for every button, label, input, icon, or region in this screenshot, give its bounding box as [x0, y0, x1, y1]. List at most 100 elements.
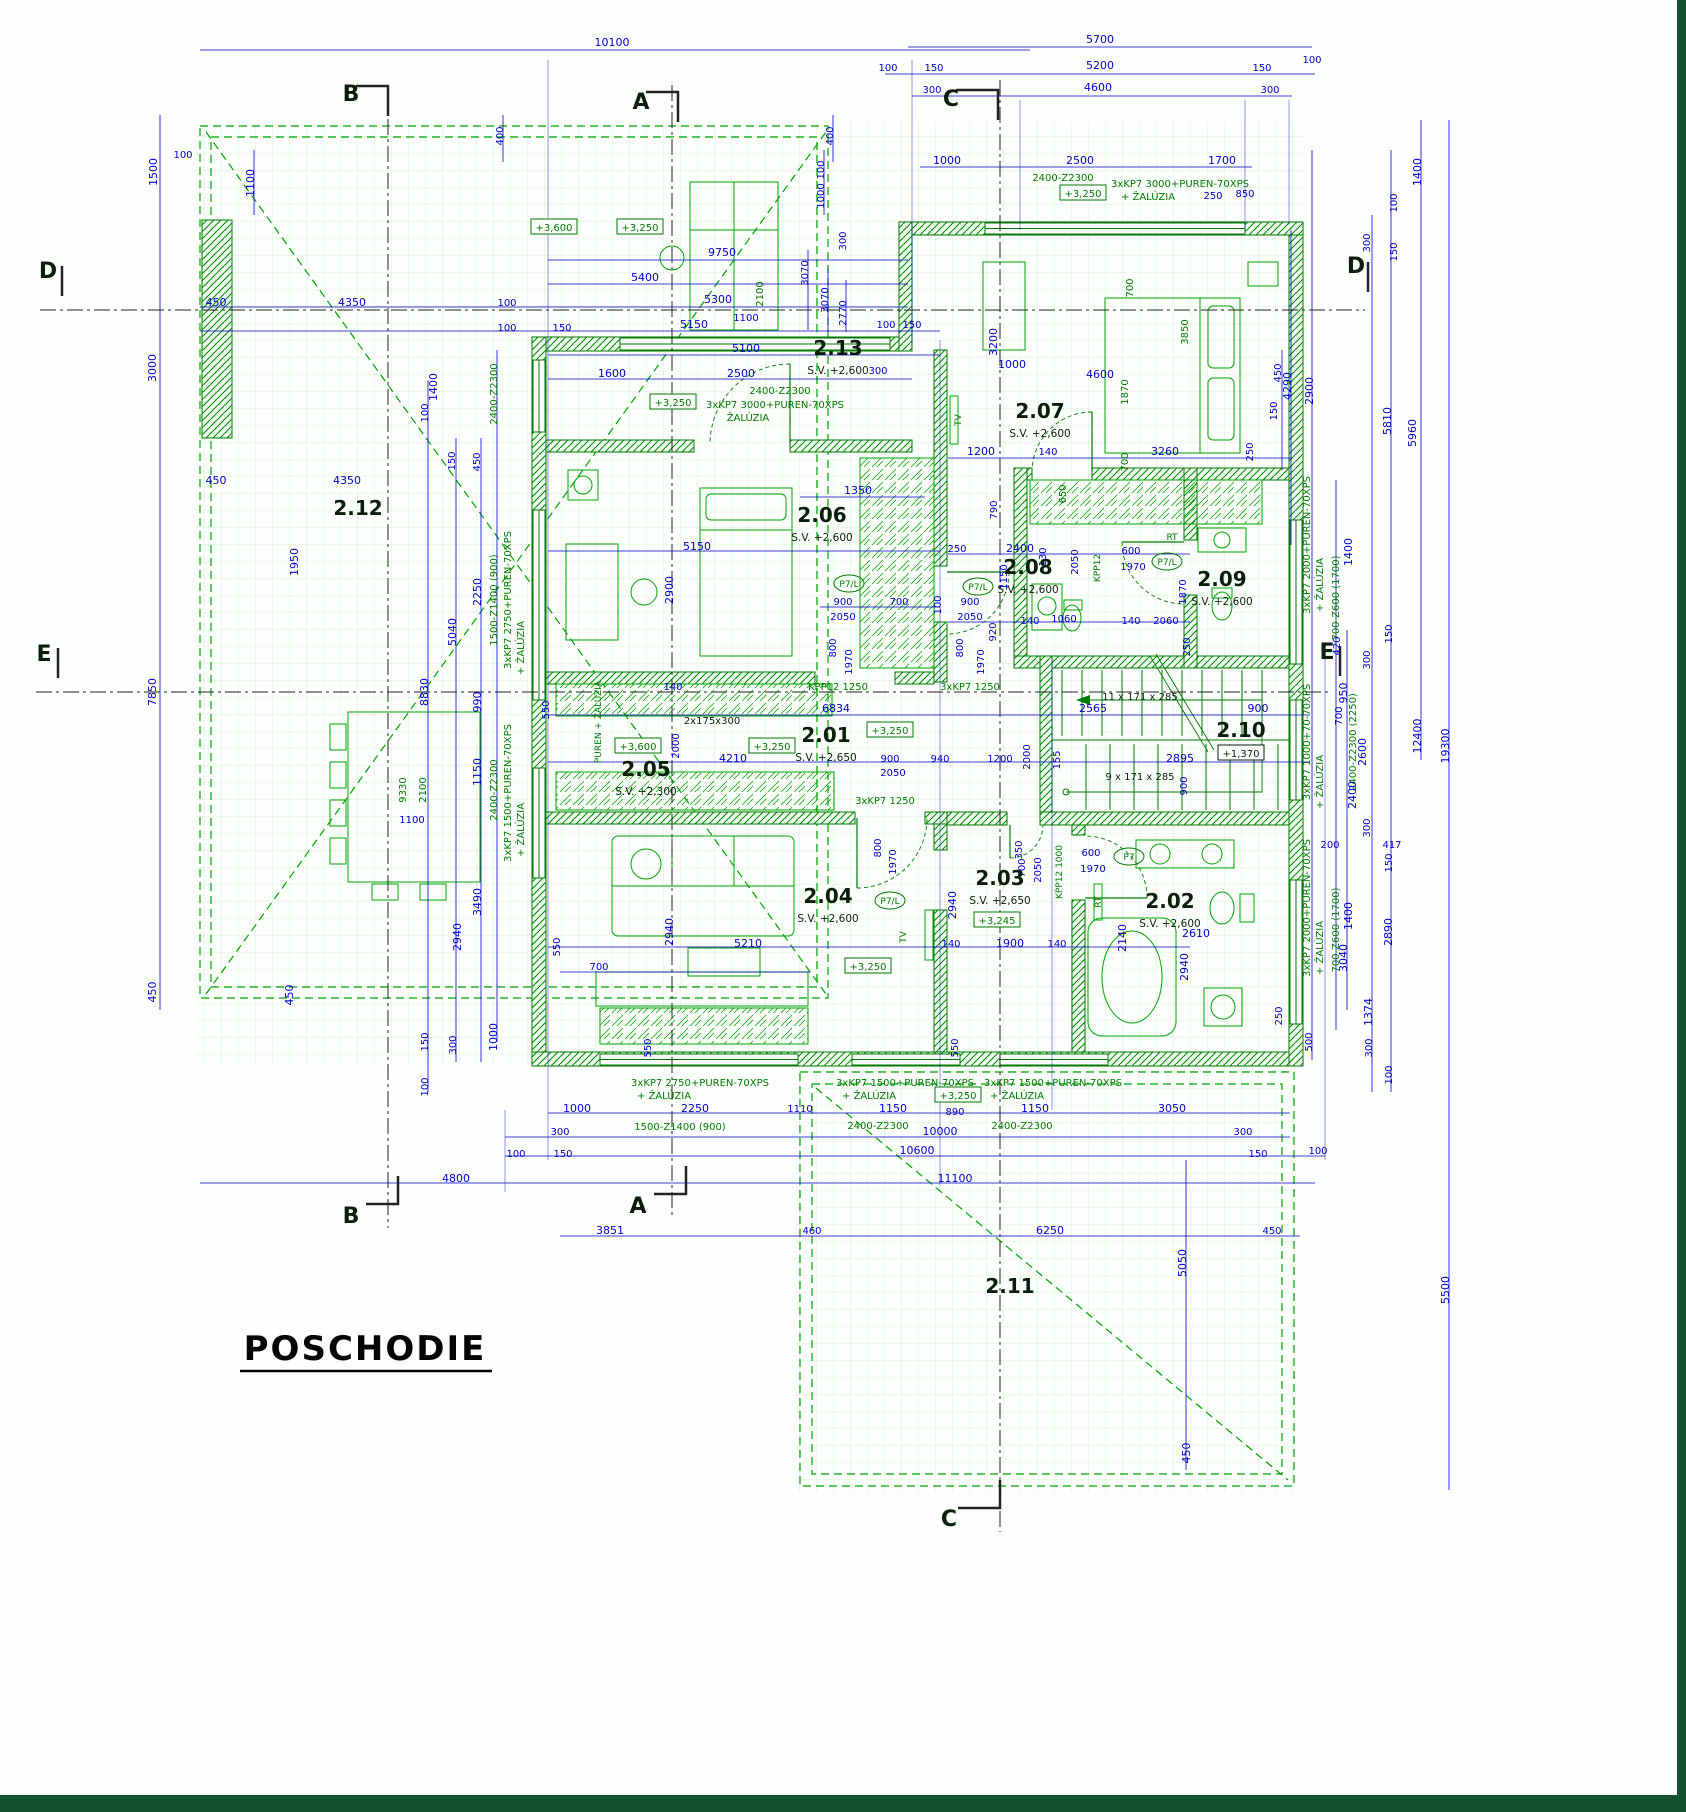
- window-right-upper: [1289, 519, 1303, 665]
- window-top-right: [984, 222, 1246, 235]
- dimension-label: 450: [1273, 363, 1284, 382]
- dimension-label: 300: [550, 1127, 569, 1138]
- section-marker: D: [39, 259, 57, 284]
- dimension-label: 4600: [1086, 368, 1114, 381]
- dimension-label: 150: [447, 451, 458, 470]
- room-number: 2.12: [333, 496, 382, 520]
- dimension-label: 1150: [879, 1102, 907, 1115]
- dimension-label: 3200: [987, 328, 1000, 356]
- dimension-label: 300: [838, 231, 849, 250]
- dimension-label: 2400: [1346, 781, 1359, 809]
- wall-int-h6a: [946, 811, 1008, 826]
- section-marker: A: [632, 90, 649, 115]
- elevation-box: [934, 1086, 982, 1103]
- dimension-label: 1500-Z1400 (900): [489, 554, 500, 646]
- dimension-label: 550: [541, 700, 552, 719]
- dimension-label: + ŽALÚZIA: [514, 621, 527, 675]
- dimension-label: 300: [868, 366, 887, 377]
- dimension-label: 460: [802, 1226, 821, 1237]
- door-marker-circle: [1113, 847, 1145, 866]
- dimension-label: 100: [497, 323, 516, 334]
- dimension-label: 100: [173, 150, 192, 161]
- stair-direction-arrow: [1076, 695, 1090, 705]
- dimension-label: 1150: [1021, 1102, 1049, 1115]
- roof-outline-inner: [210, 136, 818, 988]
- elevation-box: [1217, 744, 1265, 761]
- dimension-label: 400: [825, 126, 836, 145]
- dimension-label: 1970: [888, 849, 899, 874]
- dimension-label: 990: [471, 692, 484, 713]
- wardrobe-208: [1029, 479, 1263, 525]
- dimension-label: 150: [1269, 401, 1280, 420]
- dimension-label: + ŽALÚZIA: [1313, 755, 1326, 809]
- dimension-label: + ŽALÚZIA: [842, 1089, 896, 1102]
- dimension-label: +1,370: [1222, 749, 1259, 760]
- room-height-note: S.V. +2,650: [969, 895, 1030, 907]
- dimension-label: 2500: [727, 367, 755, 380]
- dimension-label: 2610: [1182, 927, 1210, 940]
- dimension-lines-horizontal: [200, 46, 1325, 1237]
- dimension-label: 5200: [1086, 59, 1114, 72]
- dimension-label: 1900: [996, 937, 1024, 950]
- stove-206: [567, 469, 599, 501]
- dimension-label: 950: [1337, 683, 1350, 704]
- room-number: 2.02: [1145, 889, 1194, 913]
- nightstand-207: [1247, 261, 1279, 287]
- dimension-label: 700-Z600 (1700): [1331, 555, 1342, 640]
- room-number: 2.04: [803, 884, 852, 908]
- dimension-label: +3,250: [939, 1091, 976, 1102]
- door-marker-label: P7/L: [880, 897, 899, 907]
- dimension-label: 450: [1262, 1226, 1281, 1237]
- dimension-label: 1400: [1342, 538, 1355, 566]
- dimension-label: 2400-Z2300: [847, 1121, 908, 1132]
- dimension-label: 1700: [1208, 154, 1236, 167]
- wall-int-v3b: [1183, 594, 1198, 669]
- dining-table-212: [329, 711, 481, 901]
- wardrobe-205: [555, 771, 835, 811]
- dimension-label: 3070: [800, 260, 811, 285]
- dimension-label: 417: [1382, 840, 1401, 851]
- dimension-label: 2250: [681, 1102, 709, 1115]
- dimension-label: KPP12: [1093, 554, 1103, 582]
- dimension-label: 1110: [787, 1104, 812, 1115]
- terrace-2-12: [199, 125, 829, 999]
- desk-206: [565, 543, 619, 641]
- dimension-label: 350: [1014, 840, 1025, 859]
- dimension-label: 4290: [1281, 372, 1294, 400]
- dimension-label: 790: [989, 500, 1000, 519]
- toilet-202: [1209, 891, 1255, 925]
- dimension-label: 1400: [427, 373, 440, 401]
- dimension-label: 140: [1121, 616, 1140, 627]
- coffee-table-204: [687, 947, 761, 977]
- terrace-outline-outer: [799, 1071, 1295, 1487]
- dimension-label: 4800: [442, 1172, 470, 1185]
- dimension-label: PUREN + ŽALÚZIA: [592, 680, 604, 763]
- dimension-label: 600: [1081, 848, 1100, 859]
- dimension-label: 300: [448, 1035, 459, 1054]
- dimension-label: 1500-Z1400 (900): [634, 1122, 726, 1133]
- dimension-label: 550: [552, 937, 563, 956]
- dimension-label: + ŽALÚZIA: [990, 1089, 1044, 1102]
- wall-int-h3b: [924, 811, 948, 825]
- dimension-label: 140: [941, 939, 960, 950]
- dimension-label: 5210: [734, 937, 762, 950]
- room-number: 2.05: [621, 757, 670, 781]
- dimension-label: 250: [1274, 1006, 1285, 1025]
- room-height-note: S.V. +2,600: [1139, 918, 1200, 930]
- section-marker: E: [1319, 640, 1334, 665]
- dimension-label: 400: [495, 126, 506, 145]
- dimension-label: 3xKP7 3000+PUREN-70XPS: [706, 400, 844, 411]
- cabinet-204: [599, 1007, 809, 1045]
- dimension-label: 3040: [1337, 944, 1350, 972]
- dimension-label: 1870: [1120, 379, 1131, 404]
- dimension-label: 3xKP7 1250: [940, 682, 1000, 693]
- dimension-label: 2890: [1382, 918, 1395, 946]
- wall-int-v1b: [933, 621, 948, 683]
- dimension-label: 300: [1260, 85, 1279, 96]
- wall-int-v5a: [1071, 824, 1086, 836]
- dimension-label: 2600: [1356, 738, 1369, 766]
- dimension-label: 100: [933, 595, 944, 614]
- dimension-label: 3xKP7 1500+PUREN-70XPS: [984, 1078, 1122, 1089]
- dimension-label: 5150: [680, 318, 708, 331]
- door-marker-circle: [962, 577, 994, 596]
